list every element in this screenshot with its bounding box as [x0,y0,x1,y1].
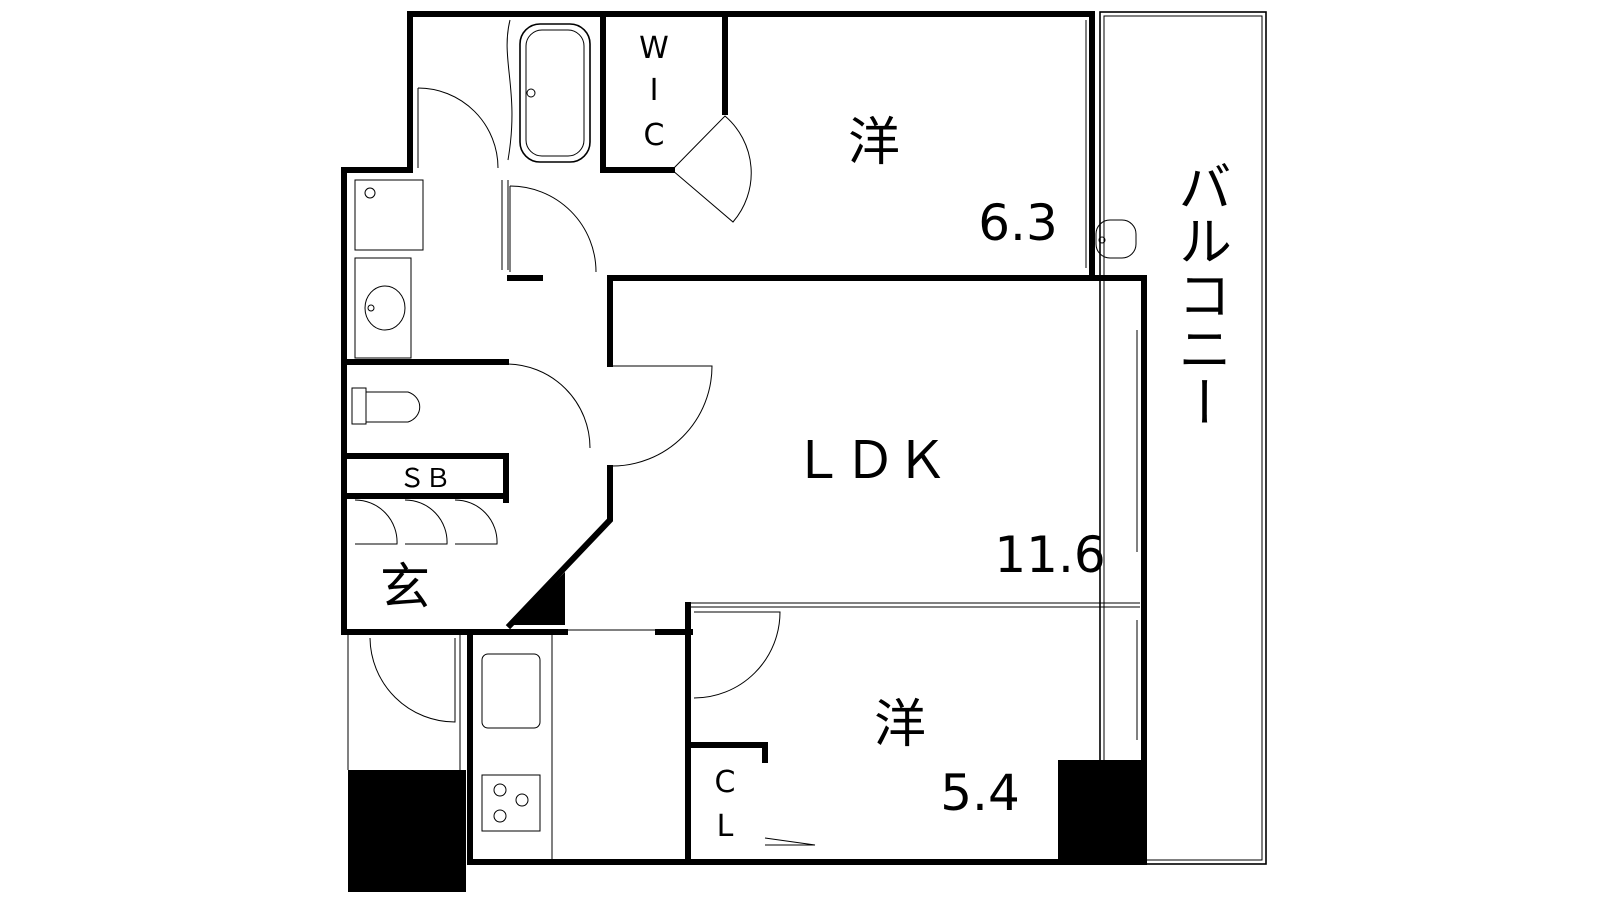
room-western-5-4: 洋 5.4 [874,695,1020,822]
entrance-label: 玄 [380,558,430,616]
room-balcony: バルコニー [1169,159,1232,429]
washroom-fixtures [354,179,509,359]
bathtub [506,19,591,163]
balcony [1099,11,1267,865]
western-room-1-label: 洋 [848,113,900,173]
structural-columns [348,572,1144,892]
room-closet: C L [715,765,736,844]
closet-label-l: L [717,809,734,844]
walls [341,11,1147,865]
room-western-6-3: 洋 6.3 [848,113,1058,252]
wic-label-w: W [639,31,669,66]
wic-label-c: C [644,118,665,153]
western-room-1-size: 6.3 [978,194,1058,252]
room-ldk: ＬＤＫ 11.6 [792,431,1106,584]
doors [347,87,816,846]
room-entrance: 玄 [380,558,430,616]
balcony-label: バルコニー [1169,159,1232,429]
room-shoe-box: ＳＢ [399,464,451,494]
shoe-box-label: ＳＢ [399,464,451,494]
western-room-2-label: 洋 [874,695,926,755]
western-room-2-size: 5.4 [940,764,1020,822]
kitchen-counter [469,631,553,861]
ldk-label: ＬＤＫ [792,431,948,491]
windows [565,20,1144,740]
wic-label-i: I [650,73,659,108]
balcony-sink [1095,219,1137,259]
toilet [351,387,421,425]
room-wic: W I C [639,31,669,153]
ldk-size: 11.6 [994,526,1105,584]
closet-label-c: C [715,765,736,800]
